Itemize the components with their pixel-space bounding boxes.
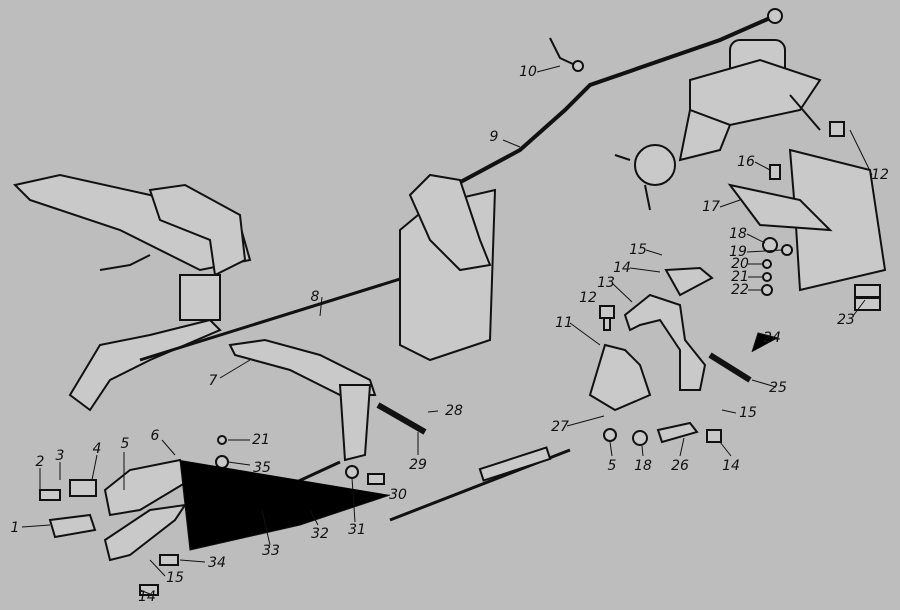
part-label: 7 — [208, 373, 218, 389]
part-label: 24 — [763, 330, 781, 346]
part-label: 18 — [729, 226, 747, 242]
part-label: 28 — [445, 403, 463, 419]
part-label: 30 — [389, 487, 407, 503]
part-label: 20 — [731, 256, 749, 272]
part-label: 27 — [551, 419, 569, 435]
plate-17 — [727, 183, 833, 232]
part-label: 23 — [837, 312, 855, 328]
part-label: 26 — [671, 458, 689, 474]
rod-end — [767, 8, 783, 24]
part-label: 11 — [555, 315, 573, 331]
part-label: 14 — [722, 458, 740, 474]
part-label: 25 — [769, 380, 787, 396]
part-label: 15 — [629, 242, 647, 258]
part-label: 4 — [92, 441, 102, 457]
part-label: 16 — [737, 154, 755, 170]
part-label: 34 — [208, 555, 226, 571]
part-label: 5 — [120, 436, 130, 452]
part-label: 14 — [138, 589, 156, 605]
part-label: 31 — [348, 522, 366, 538]
part-label: 35 — [253, 460, 271, 476]
part-label: 18 — [634, 458, 652, 474]
part-label: 10 — [519, 64, 537, 80]
bracket-11 — [588, 343, 652, 412]
part-label: 17 — [702, 199, 720, 215]
part-label: 19 — [729, 244, 747, 260]
part-label: 12 — [871, 167, 889, 183]
small-parts — [39, 121, 881, 596]
part-label: 8 — [310, 289, 320, 305]
lever-13 — [623, 293, 707, 391]
rod-9 — [454, 16, 771, 187]
part-label: 3 — [55, 448, 65, 464]
rod-8 — [139, 263, 446, 362]
bracket-10-hole — [572, 60, 584, 72]
pedal-assembly-left — [13, 173, 252, 412]
part-label: 13 — [597, 275, 615, 291]
part-label: 29 — [409, 457, 427, 473]
part-label: 12 — [579, 290, 597, 306]
leader-lines — [21, 65, 873, 595]
bracket-10 — [549, 37, 576, 66]
brake-valve — [614, 39, 822, 211]
part-label: 15 — [166, 570, 184, 586]
part-label: 21 — [252, 432, 270, 448]
part-label: 22 — [731, 282, 749, 298]
part-label: 33 — [262, 543, 280, 559]
sleeve — [478, 446, 552, 482]
part-label: 2 — [35, 454, 45, 470]
part-label: 9 — [489, 129, 499, 145]
part-label: 5 — [607, 458, 617, 474]
part-label: 14 — [613, 260, 631, 276]
pin-25 — [708, 352, 752, 383]
part-label: 21 — [731, 269, 749, 285]
pin-29 — [376, 402, 427, 435]
part-label: 15 — [739, 405, 757, 421]
pedal-7 — [228, 338, 377, 462]
part-label: 1 — [10, 520, 20, 536]
part-label: 32 — [311, 526, 329, 542]
lever-bracket — [408, 173, 492, 272]
part-label: 6 — [150, 428, 160, 444]
